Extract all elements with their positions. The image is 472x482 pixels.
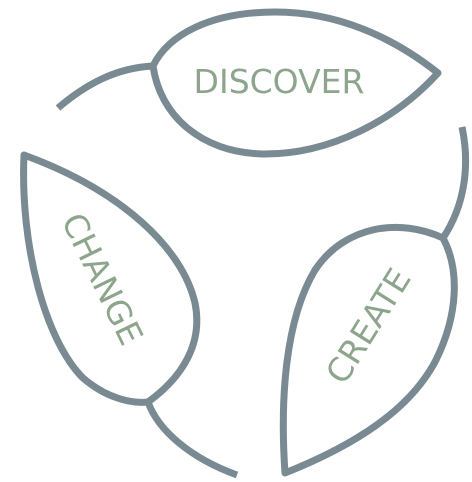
arc-discover-to-create: [440, 126, 470, 240]
arc-change-to-discover: [55, 62, 154, 111]
leaf-create: [279, 224, 458, 477]
arc-create-to-change: [144, 400, 239, 479]
label-discover: DISCOVER: [194, 62, 365, 101]
leaf-change: [20, 151, 201, 406]
leaf-discover: [149, 8, 442, 158]
